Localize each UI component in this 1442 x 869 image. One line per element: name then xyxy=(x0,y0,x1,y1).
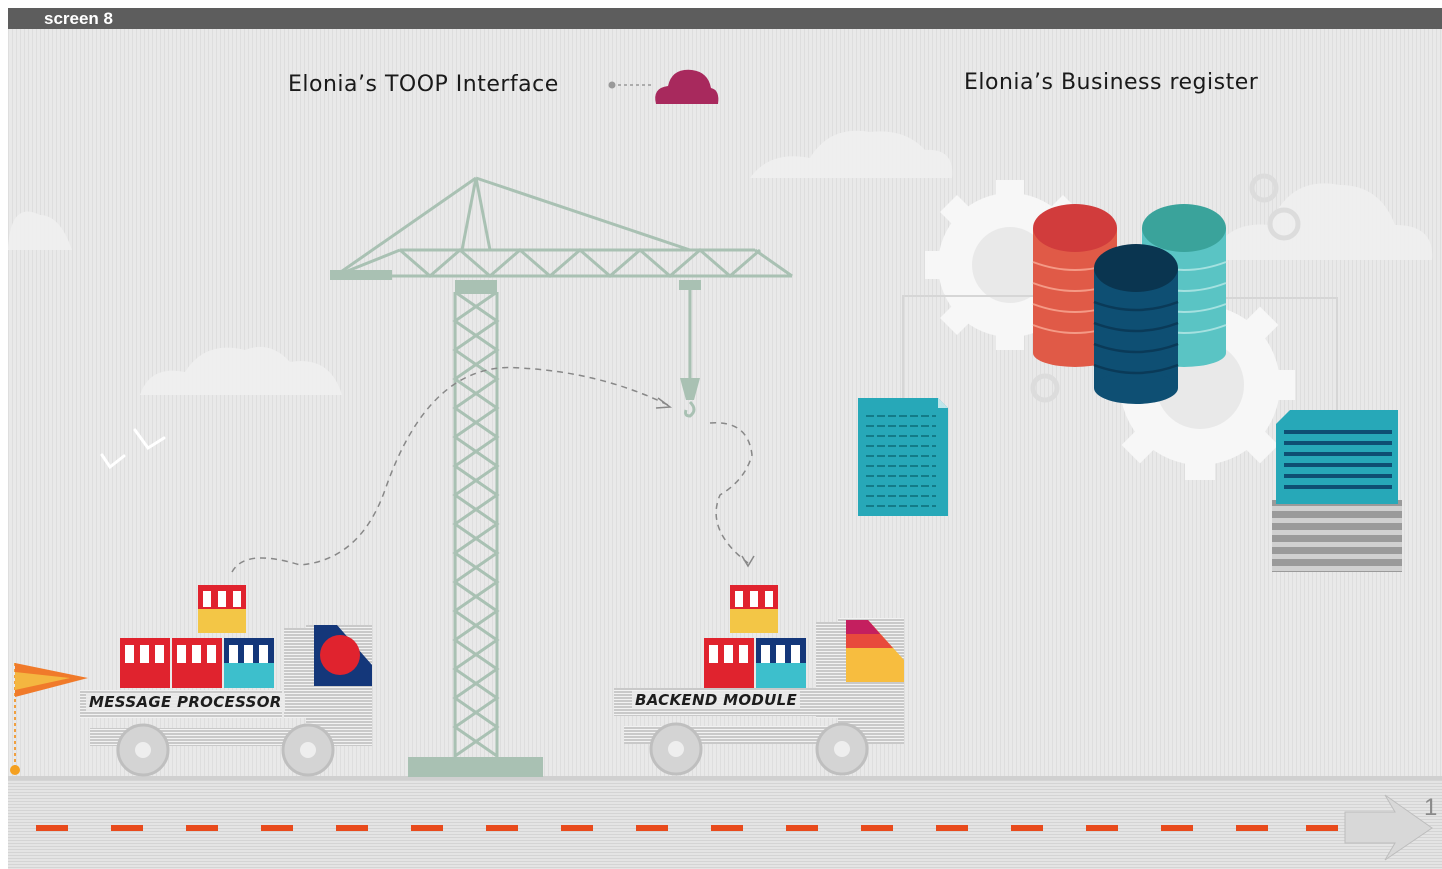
toop-interface-label: Elonia’s TOOP Interface xyxy=(288,72,559,97)
birds xyxy=(100,428,166,470)
folders-cargo-1 xyxy=(120,585,274,688)
screen-title-bar: screen 8 xyxy=(8,8,1442,29)
flow-arrowheads xyxy=(655,397,755,568)
start-flag xyxy=(10,663,88,775)
message-processor-label: MESSAGE PROCESSOR xyxy=(86,693,285,711)
document-stack-icon xyxy=(1272,410,1402,572)
road xyxy=(8,776,1442,869)
crane xyxy=(330,176,793,777)
business-register-label: Elonia’s Business register xyxy=(964,70,1259,95)
backend-module-label: BACKEND MODULE xyxy=(632,691,801,709)
road-dashes xyxy=(36,825,1338,831)
database-icon-navy xyxy=(1093,244,1179,404)
screen-label: screen 8 xyxy=(44,9,113,28)
cloud-icon xyxy=(655,69,719,104)
truck-message-processor xyxy=(80,585,372,777)
gear-icon-small xyxy=(1030,173,1301,403)
interface-connector xyxy=(608,81,652,89)
data-flow-lines xyxy=(231,366,753,573)
truck-backend-module xyxy=(614,585,904,776)
document-icon xyxy=(858,398,948,516)
register-connectors xyxy=(902,295,1338,410)
background-clouds xyxy=(8,130,1433,395)
folders-cargo-2 xyxy=(704,585,806,688)
page-number: 1 xyxy=(1424,794,1438,821)
next-arrow-icon xyxy=(1344,794,1433,861)
